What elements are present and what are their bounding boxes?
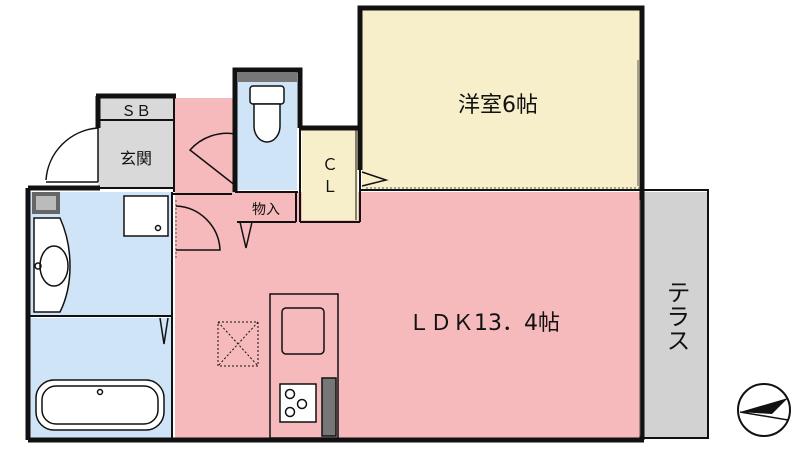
partitions (30, 96, 642, 438)
ldk-area (175, 192, 643, 438)
entrance-area (98, 98, 174, 188)
bathtub-icon (35, 379, 165, 431)
terrace-label: テラス (662, 280, 690, 352)
storage-label: 物入 (252, 202, 280, 218)
fridge-strip (321, 377, 337, 437)
closet-label-l: Ｌ (322, 177, 338, 196)
closet-area (302, 128, 358, 220)
toilet-icon (249, 85, 285, 143)
fridge-space (217, 321, 259, 367)
pipe-shaft-inner (36, 196, 56, 210)
western-room-area (362, 10, 640, 190)
walls (25, 5, 645, 443)
room-fills (30, 10, 708, 438)
storage-area (237, 192, 295, 220)
shoe-box-label: ＳＢ (121, 102, 151, 120)
toilet-top-strip (237, 72, 297, 82)
closet-label-c: Ｃ (322, 155, 338, 174)
north-arrow-icon (737, 383, 791, 437)
western-room-label: 洋室6帖 (458, 93, 538, 118)
hallway-area (175, 98, 235, 194)
entrance-label: 玄関 (120, 149, 152, 168)
washbasin-icon (33, 217, 71, 313)
labels: 洋室6帖 ＬＤＫ13．4帖 Ｃ Ｌ ＳＢ 玄関 物入 テラス (120, 93, 690, 352)
stove-icon (279, 383, 317, 423)
doors (45, 127, 389, 345)
ldk-label: ＬＤＫ13．4帖 (408, 311, 560, 336)
terrace-area (644, 192, 708, 438)
washer-pan (123, 195, 169, 237)
terrace-outline (644, 189, 709, 439)
